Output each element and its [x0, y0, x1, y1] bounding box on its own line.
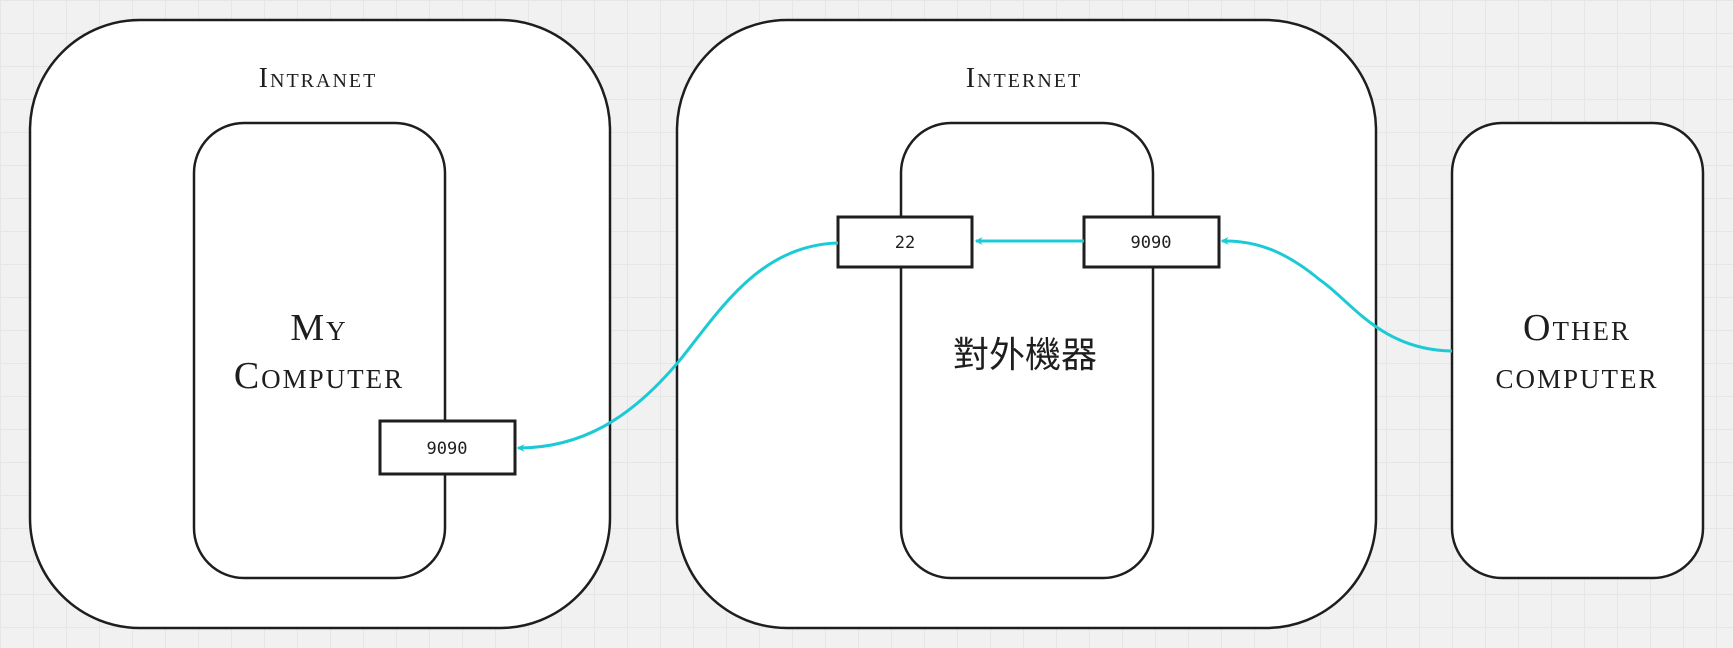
external-port-22[interactable]	[836, 215, 974, 269]
my-computer-port-label: 9090	[427, 439, 468, 459]
other-computer-label-line2: computer	[1495, 355, 1658, 397]
intranet-label: Intranet	[259, 63, 378, 94]
other-computer[interactable]: Other computer	[1450, 121, 1705, 580]
other-computer-box[interactable]	[1450, 121, 1705, 580]
my-computer-label-line1: My	[290, 307, 347, 349]
other-computer-label-line1: Other	[1523, 307, 1631, 349]
external-port-9090-label: 9090	[1131, 233, 1172, 253]
my-computer-label-line2: Computer	[234, 355, 404, 397]
arrow-22-to-my-computer-9090[interactable]	[516, 241, 839, 452]
arrow-other-to-9090[interactable]	[1220, 236, 1453, 353]
intranet-zone[interactable]: Intranet My Computer 9090	[28, 18, 612, 630]
external-port-9090[interactable]	[1082, 215, 1221, 269]
my-computer-port-9090[interactable]	[378, 419, 517, 476]
internet-label: Internet	[966, 63, 1082, 94]
my-computer-box[interactable]	[192, 121, 447, 580]
external-machine-label: 對外機器	[953, 335, 1097, 376]
internet-zone[interactable]: Internet 對外機器 22 9090	[675, 18, 1378, 630]
external-port-22-label: 22	[895, 233, 915, 253]
